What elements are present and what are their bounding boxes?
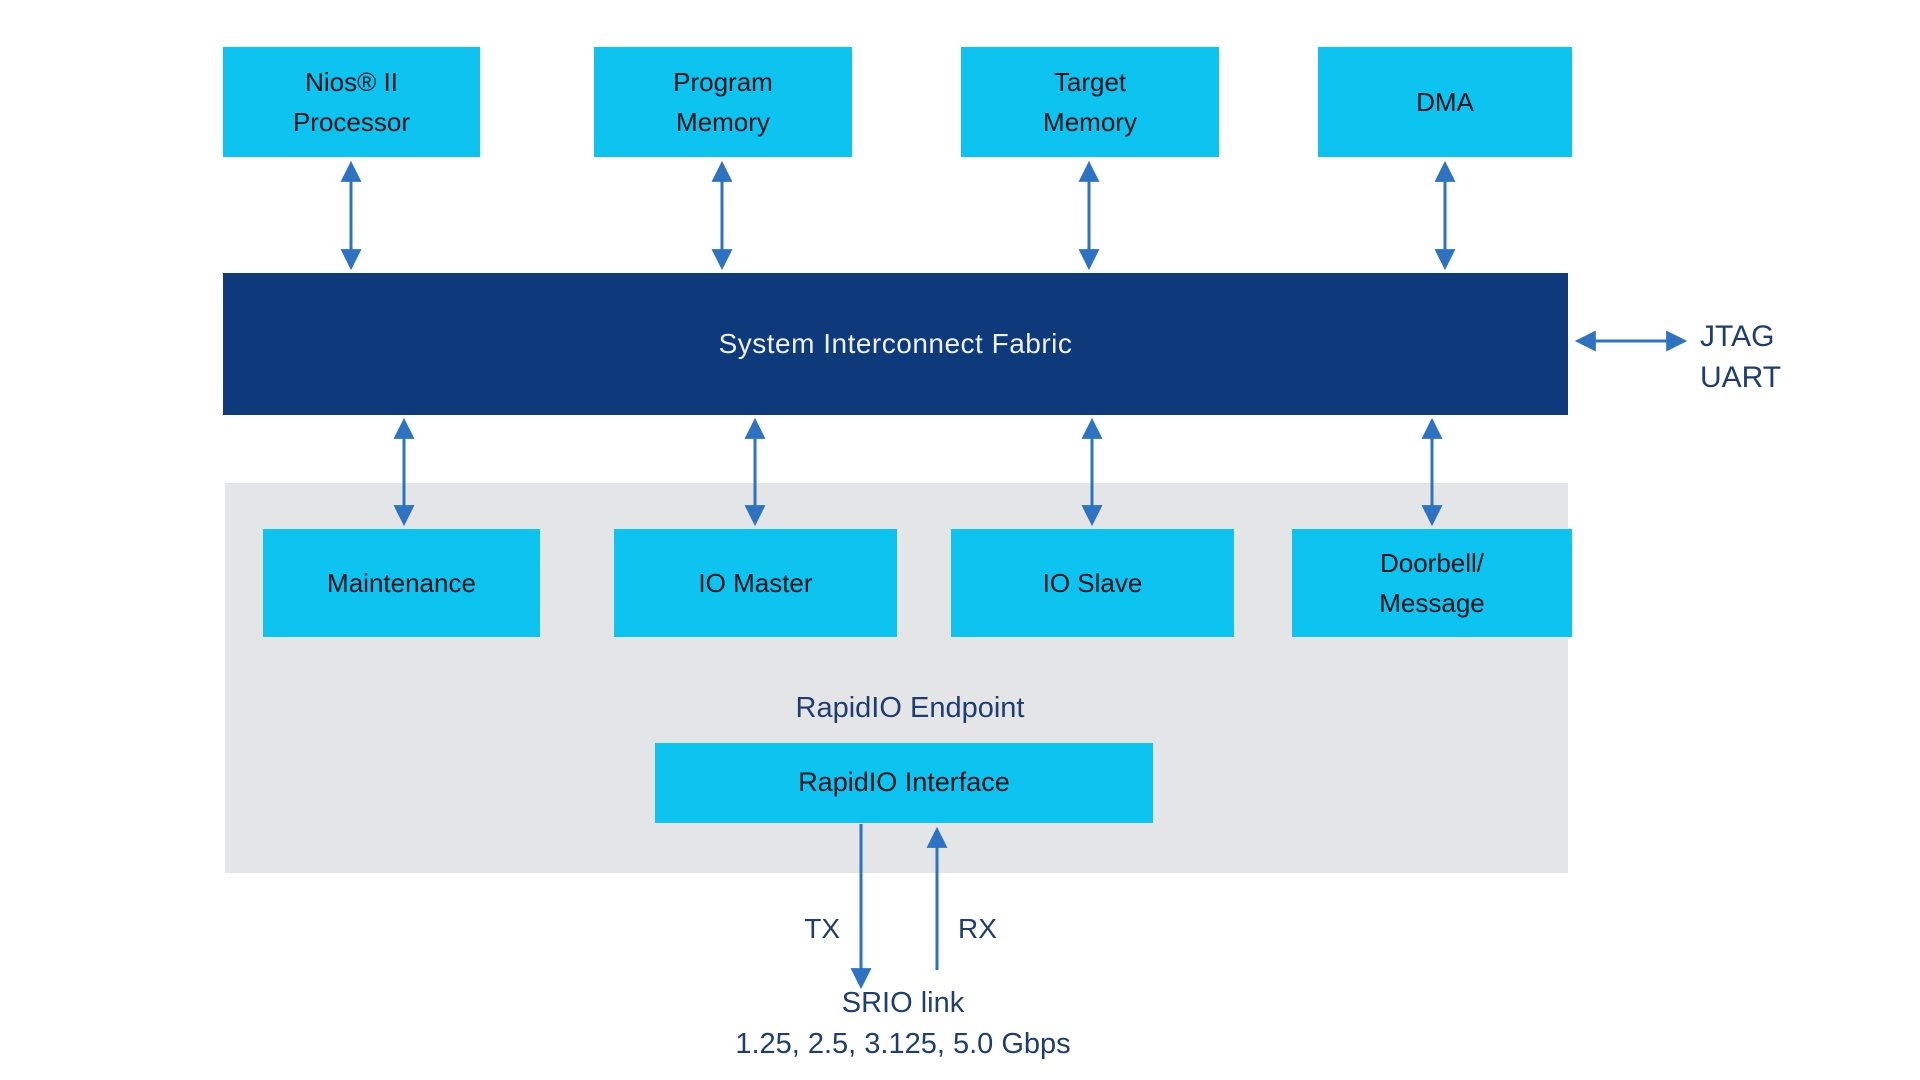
block-program-memory: Program Memory	[594, 47, 852, 157]
tx-label: TX	[804, 913, 840, 944]
block-target-memory: Target Memory	[961, 47, 1219, 157]
rapidio-endpoint-title: RapidIO Endpoint	[795, 692, 1025, 724]
block-io-slave: IO Slave	[951, 529, 1234, 637]
block-io-master: IO Master	[614, 529, 897, 637]
block-nios-ii-processor: Nios® II Processor	[223, 47, 480, 157]
system-interconnect-fabric-bar: System Interconnect Fabric	[223, 273, 1568, 415]
rx-label: RX	[958, 913, 997, 944]
block-doorbell-message: Doorbell/ Message	[1292, 529, 1572, 637]
block-maintenance: Maintenance	[263, 529, 540, 637]
block-dma: DMA	[1318, 47, 1572, 157]
jtag-uart-label: JTAG UART	[1700, 320, 1782, 394]
srio-link-label: SRIO link	[841, 987, 965, 1019]
block-rapidio-interface: RapidIO Interface	[655, 743, 1153, 823]
srio-rates-label: 1.25, 2.5, 3.125, 5.0 Gbps	[735, 1028, 1071, 1060]
